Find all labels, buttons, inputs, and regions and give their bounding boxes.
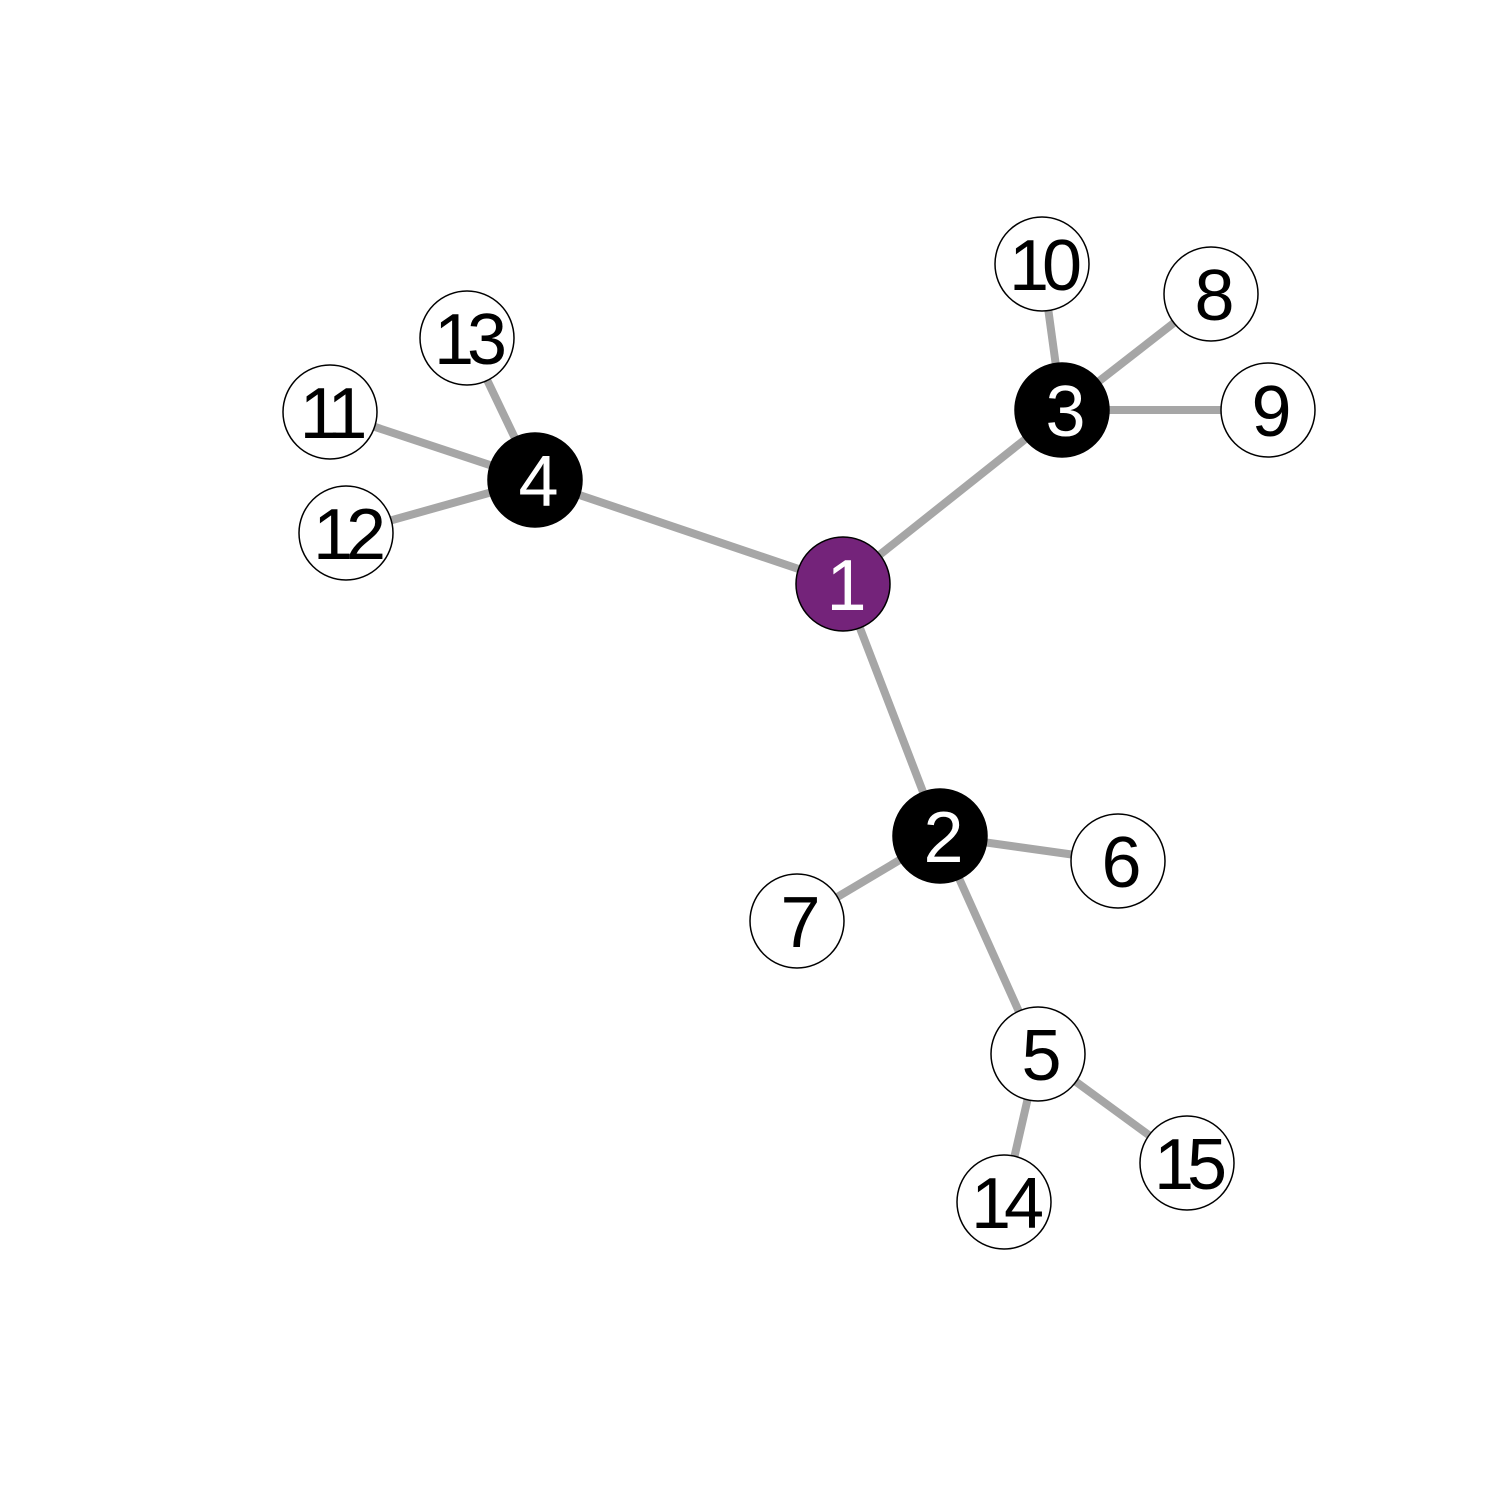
node-4: 4 [487, 432, 583, 528]
node-3: 3 [1014, 362, 1110, 458]
node-label-1: 1 [826, 546, 863, 626]
node-circle-2 [892, 788, 988, 884]
node-label-10: 10 [1009, 226, 1080, 306]
node-8: 8 [1163, 246, 1259, 342]
node-label-12: 12 [313, 495, 383, 575]
node-12: 12 [298, 485, 394, 581]
node-circle-8 [1163, 246, 1259, 342]
node-7: 7 [749, 873, 845, 969]
node-circle-6 [1070, 813, 1166, 909]
node-circle-13 [419, 290, 515, 386]
node-circle-4 [487, 432, 583, 528]
node-label-13: 13 [434, 300, 504, 380]
node-circle-12 [298, 485, 394, 581]
node-circle-14 [956, 1154, 1052, 1250]
node-circle-10 [994, 216, 1090, 312]
node-10: 10 [994, 216, 1090, 312]
node-label-5: 5 [1021, 1016, 1059, 1096]
node-5: 5 [990, 1006, 1086, 1102]
node-label-3: 3 [1045, 372, 1082, 452]
node-label-8: 8 [1194, 256, 1231, 336]
node-label-2: 2 [923, 798, 960, 878]
edge-1-4 [533, 476, 845, 588]
node-circle-11 [282, 364, 378, 460]
node-label-7: 7 [780, 883, 817, 963]
node-label-6: 6 [1101, 823, 1138, 903]
node-label-15: 15 [1154, 1125, 1225, 1205]
node-15: 15 [1139, 1115, 1235, 1211]
edge-layer [328, 263, 1268, 1203]
node-circle-1 [795, 536, 891, 632]
node-circle-15 [1139, 1115, 1235, 1211]
node-6: 6 [1070, 813, 1166, 909]
node-2: 2 [892, 788, 988, 884]
node-label-4: 4 [518, 442, 556, 522]
node-circle-5 [990, 1006, 1086, 1102]
node-label-14: 14 [971, 1164, 1042, 1244]
node-11: 11 [282, 364, 378, 460]
node-label-11: 11 [300, 374, 365, 454]
node-label-9: 9 [1251, 372, 1288, 452]
node-9: 9 [1220, 362, 1316, 458]
node-circle-7 [749, 873, 845, 969]
node-circle-3 [1014, 362, 1110, 458]
node-13: 13 [419, 290, 515, 386]
node-circle-9 [1220, 362, 1316, 458]
node-1: 1 [795, 536, 891, 632]
node-14: 14 [956, 1154, 1052, 1250]
